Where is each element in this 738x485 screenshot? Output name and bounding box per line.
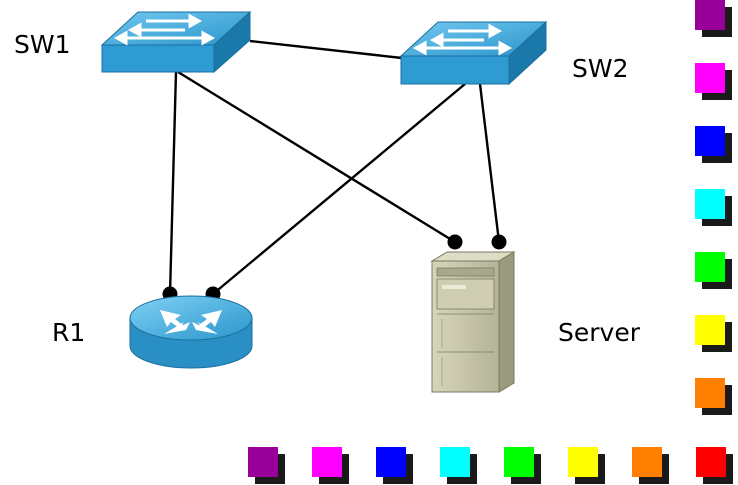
color-swatch[interactable]	[695, 0, 732, 37]
color-swatch[interactable]	[248, 447, 285, 484]
sw1-label: SW1	[14, 30, 71, 59]
sw1-switch-icon	[100, 10, 252, 74]
color-swatch[interactable]	[695, 378, 732, 415]
color-swatch[interactable]	[632, 447, 669, 484]
link-sw1-r1	[162, 71, 178, 302]
port-dot	[491, 234, 507, 250]
color-swatch[interactable]	[695, 63, 732, 100]
color-swatch[interactable]	[376, 447, 413, 484]
color-swatch[interactable]	[695, 252, 732, 289]
link-sw2-server	[478, 83, 507, 250]
link-sw1-sw2	[249, 39, 403, 60]
link-sw2-r1	[205, 83, 466, 302]
color-swatch[interactable]	[504, 447, 541, 484]
color-swatch[interactable]	[440, 447, 477, 484]
sw2-switch-icon	[399, 20, 548, 86]
color-palette-row	[248, 447, 733, 484]
color-swatch[interactable]	[695, 315, 732, 352]
server-icon	[430, 251, 516, 393]
link-sw1-server	[177, 70, 463, 250]
server-label: Server	[558, 318, 640, 347]
color-swatch[interactable]	[312, 447, 349, 484]
color-swatch[interactable]	[695, 126, 732, 163]
r1-label: R1	[52, 318, 86, 347]
color-swatch[interactable]	[695, 189, 732, 226]
port-dot	[447, 234, 463, 250]
color-swatch[interactable]	[568, 447, 605, 484]
r1-router-icon	[129, 295, 253, 369]
sw2-label: SW2	[572, 54, 629, 83]
color-palette-column	[695, 0, 732, 415]
color-swatch[interactable]	[696, 447, 733, 484]
